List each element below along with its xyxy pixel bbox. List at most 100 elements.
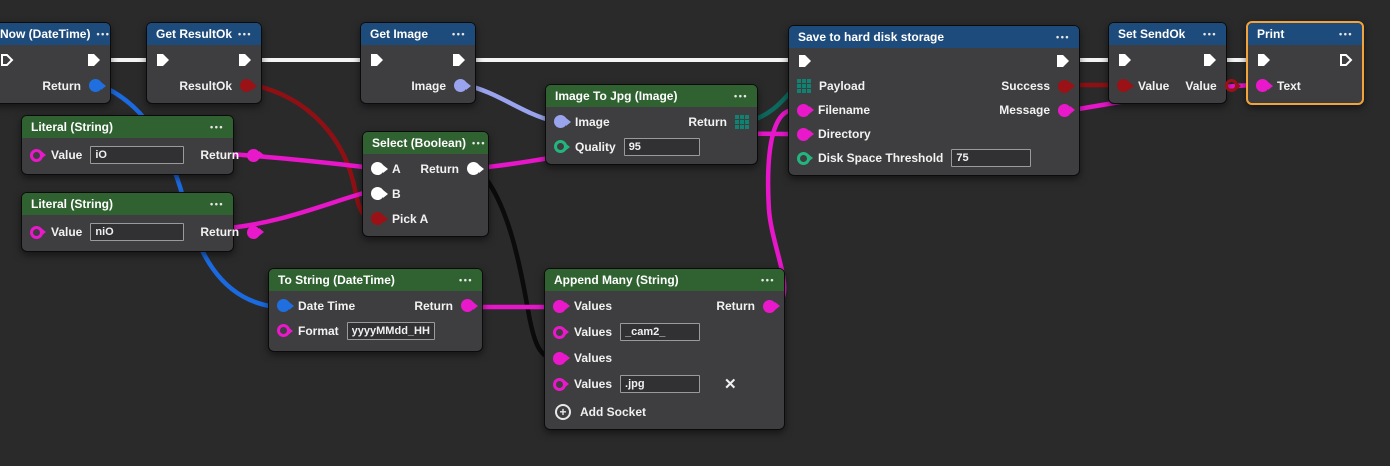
exec-in-pin[interactable] — [155, 52, 171, 68]
node-menu-icon[interactable]: ••• — [1056, 31, 1070, 42]
port-in-text[interactable] — [1256, 79, 1269, 92]
node-header[interactable]: Print ••• — [1248, 23, 1362, 45]
node-title: Now (DateTime) — [0, 27, 91, 41]
port-out-return[interactable] — [247, 225, 261, 239]
exec-in-pin[interactable] — [369, 52, 385, 68]
node-literal-string-1[interactable]: Literal (String) ••• Value Return — [21, 115, 261, 175]
port-out-return[interactable] — [461, 299, 474, 312]
node-header[interactable]: Literal (String) ••• — [22, 193, 233, 215]
values-2-input[interactable] — [620, 323, 701, 341]
port-out-image[interactable] — [454, 79, 467, 92]
exec-out-pin[interactable] — [86, 52, 102, 68]
value-input[interactable] — [90, 146, 185, 164]
wire-literal2-selectb[interactable] — [213, 190, 367, 232]
node-menu-icon[interactable]: ••• — [210, 121, 224, 132]
port-in-value[interactable] — [30, 225, 43, 239]
wire-image-imagetojpg[interactable] — [462, 82, 556, 124]
port-out-success[interactable] — [1058, 79, 1071, 93]
node-header[interactable]: Append Many (String) ••• — [545, 269, 784, 291]
port-in-quality[interactable] — [554, 140, 567, 153]
node-set-sendok[interactable]: Set SendOk ••• Value Value — [1108, 22, 1238, 104]
node-now-datetime[interactable]: Now (DateTime) ••• Return — [0, 22, 111, 104]
node-menu-icon[interactable]: ••• — [1339, 28, 1353, 39]
port-in-a[interactable] — [371, 162, 384, 175]
port-out-return[interactable] — [467, 162, 480, 175]
node-header[interactable]: Now (DateTime) ••• — [0, 23, 110, 45]
port-out-return[interactable] — [247, 148, 261, 162]
port-in-values-1[interactable] — [553, 299, 566, 313]
node-get-image[interactable]: Get Image ••• Image — [360, 22, 476, 104]
node-menu-icon[interactable]: ••• — [459, 274, 473, 285]
node-header[interactable]: Set SendOk ••• — [1109, 23, 1226, 45]
node-title: Select (Boolean) — [372, 136, 467, 150]
node-header[interactable]: Select (Boolean) ••• — [363, 132, 488, 154]
node-menu-icon[interactable]: ••• — [734, 90, 748, 101]
port-in-disk-space-threshold[interactable] — [797, 151, 810, 165]
port-out-value[interactable] — [1224, 79, 1238, 92]
delete-socket-icon[interactable]: ✕ — [724, 375, 737, 393]
port-out-return-grid[interactable] — [735, 114, 749, 129]
node-select-boolean[interactable]: Select (Boolean) ••• A Return B Pick A — [362, 131, 489, 237]
port-in-directory[interactable] — [797, 127, 810, 141]
node-menu-icon[interactable]: ••• — [472, 137, 486, 148]
exec-in-pin[interactable] — [1117, 52, 1133, 68]
exec-in-pin[interactable] — [1256, 52, 1272, 68]
node-menu-icon[interactable]: ••• — [1203, 28, 1217, 39]
node-title: Image To Jpg (Image) — [555, 89, 678, 103]
node-get-resultok[interactable]: Get ResultOk ••• ResultOk — [146, 22, 262, 104]
node-header[interactable]: To String (DateTime) ••• — [269, 269, 482, 291]
exec-out-pin[interactable] — [1338, 52, 1354, 68]
port-out-return[interactable] — [89, 79, 102, 92]
node-header[interactable]: Get ResultOk ••• — [147, 23, 261, 45]
port-in-image[interactable] — [554, 115, 567, 128]
node-menu-icon[interactable]: ••• — [96, 28, 111, 39]
port-in-value[interactable] — [30, 148, 43, 162]
node-menu-icon[interactable]: ••• — [238, 28, 252, 39]
exec-out-pin[interactable] — [451, 52, 467, 68]
node-save-to-hard-disk[interactable]: Save to hard disk storage ••• Payload Su… — [788, 25, 1080, 176]
exec-in-pin[interactable] — [797, 53, 813, 69]
node-header[interactable]: Image To Jpg (Image) ••• — [546, 85, 757, 107]
port-in-pick-a[interactable] — [371, 212, 384, 225]
port-in-values-4[interactable] — [553, 377, 566, 391]
exec-out-pin[interactable] — [1202, 52, 1218, 68]
port-in-date-time[interactable] — [277, 299, 290, 312]
node-menu-icon[interactable]: ••• — [452, 28, 466, 39]
port-in-b[interactable] — [371, 187, 384, 200]
node-menu-icon[interactable]: ••• — [761, 274, 775, 285]
node-menu-icon[interactable]: ••• — [210, 198, 224, 209]
wire-selectreturn-appendvalues3[interactable] — [475, 166, 551, 360]
exec-out-pin[interactable] — [237, 52, 253, 68]
add-socket-button[interactable]: + Add Socket — [545, 397, 784, 427]
port-out-resultok[interactable] — [240, 79, 253, 92]
port-in-values-3[interactable] — [553, 351, 566, 365]
node-image-to-jpg[interactable]: Image To Jpg (Image) ••• Image Return Qu… — [545, 84, 758, 165]
port-in-filename[interactable] — [797, 103, 810, 117]
port-in-value[interactable] — [1117, 79, 1130, 92]
exec-out-pin[interactable] — [1055, 53, 1071, 69]
format-input[interactable] — [346, 321, 435, 340]
node-header[interactable]: Literal (String) ••• — [22, 116, 233, 138]
exec-in-pin[interactable] — [0, 52, 15, 68]
port-in-format[interactable] — [277, 324, 290, 337]
quality-input[interactable] — [623, 137, 700, 156]
port-in-values-2[interactable] — [553, 325, 566, 339]
values-4-input[interactable] — [620, 375, 701, 393]
input-label: Image — [575, 114, 610, 129]
port-in-payload-grid[interactable] — [797, 79, 811, 93]
input-label: Filename — [818, 103, 871, 117]
node-append-many-string[interactable]: Append Many (String) ••• Values Return V… — [544, 268, 785, 430]
port-out-return[interactable] — [763, 299, 776, 313]
output-label: Value — [1185, 78, 1217, 93]
node-header[interactable]: Save to hard disk storage ••• — [789, 26, 1079, 48]
wire-literal1-selecta[interactable] — [213, 150, 367, 170]
node-print[interactable]: Print ••• Text — [1246, 21, 1364, 105]
node-header[interactable]: Get Image ••• — [361, 23, 475, 45]
disk-space-threshold-input[interactable] — [951, 149, 1032, 167]
value-input[interactable] — [90, 223, 185, 241]
node-literal-string-2[interactable]: Literal (String) ••• Value Return — [21, 192, 261, 252]
port-out-message[interactable] — [1058, 103, 1071, 117]
output-label: Return — [200, 148, 240, 162]
node-to-string-datetime[interactable]: To String (DateTime) ••• Date Time Retur… — [268, 268, 483, 352]
